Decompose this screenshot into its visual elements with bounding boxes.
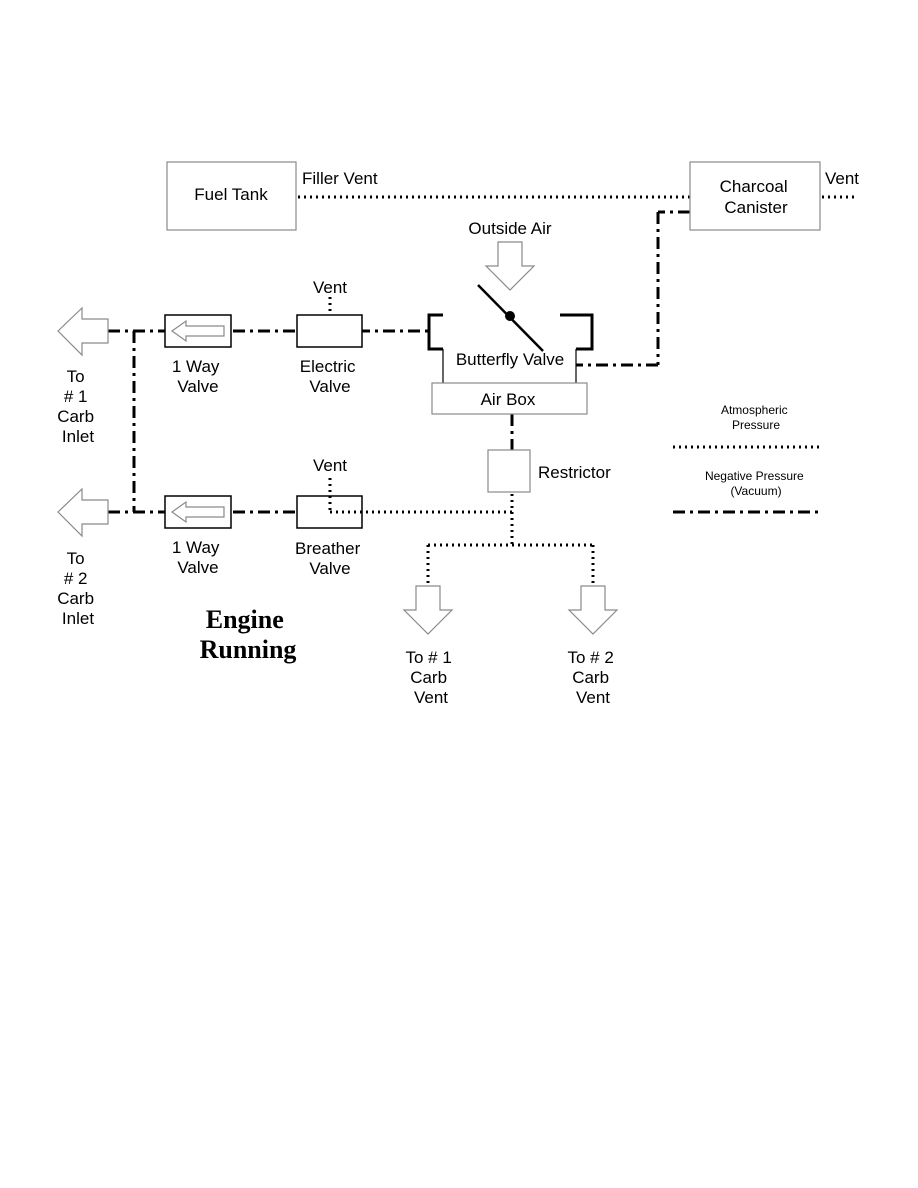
canister-vent-label: Vent xyxy=(825,169,859,188)
carb1-inlet-line2: # 1 xyxy=(64,387,88,406)
carb1-inlet-arrow-icon xyxy=(57,306,109,357)
charcoal-canister-box xyxy=(689,161,821,231)
carb2-vent-line3: Vent xyxy=(576,688,610,707)
carb1-vent-arrow-icon xyxy=(402,585,454,635)
one-way-valve-top-label: 1 Way Valve xyxy=(172,357,224,396)
charcoal-canister-line1: Charcoal xyxy=(720,177,788,196)
carb1-inlet-label: To # 1 Carb Inlet xyxy=(57,367,99,446)
one-way-valve-top-arrow-icon xyxy=(170,319,225,343)
breather-valve-line1: Breather xyxy=(295,539,361,558)
one-way-valve-top-line1: 1 Way xyxy=(172,357,220,376)
air-box-label: Air Box xyxy=(481,390,536,409)
air-box xyxy=(431,382,588,415)
legend-atmospheric-label: Atmospheric Pressure xyxy=(721,403,791,432)
breather-valve-line2: Valve xyxy=(309,559,350,578)
carb2-vent-line1: To # 2 xyxy=(567,648,613,667)
butterfly-valve-label: Butterfly Valve xyxy=(456,350,564,369)
carb2-vent-label: To # 2 Carb Vent xyxy=(567,648,618,707)
butterfly-housing-left xyxy=(427,313,443,351)
one-way-valve-bottom-label: 1 Way Valve xyxy=(172,538,224,577)
carb1-inlet-line4: Inlet xyxy=(62,427,94,446)
legend-vacuum-line1: Negative Pressure xyxy=(705,469,804,483)
outside-air-arrow-icon xyxy=(484,241,536,291)
fuel-tank-label: Fuel Tank xyxy=(194,185,268,204)
electric-valve-line1: Electric xyxy=(300,357,356,376)
breather-valve-box xyxy=(296,495,363,529)
legend-vacuum-line2: (Vacuum) xyxy=(730,484,781,498)
electric-valve-line2: Valve xyxy=(309,377,350,396)
carb2-inlet-label: To # 2 Carb Inlet xyxy=(57,549,99,628)
electric-valve-label: Electric Valve xyxy=(300,357,360,396)
restrictor-box xyxy=(487,449,531,493)
legend-atmospheric-line1: Atmospheric xyxy=(721,403,788,417)
electric-vent-label: Vent xyxy=(313,278,347,297)
carb2-inlet-line1: To xyxy=(67,549,85,568)
one-way-valve-bottom-line2: Valve xyxy=(177,558,218,577)
butterfly-pivot-icon xyxy=(505,311,515,321)
carb2-vent-arrow-icon xyxy=(567,585,619,635)
legend-vacuum-label: Negative Pressure (Vacuum) xyxy=(705,469,807,498)
charcoal-canister-label: Charcoal Canister xyxy=(720,177,793,217)
butterfly-housing-right xyxy=(560,313,594,351)
carb2-inlet-line3: Carb xyxy=(57,589,94,608)
carb1-vent-line2: Carb xyxy=(410,668,447,687)
carb1-inlet-line3: Carb xyxy=(57,407,94,426)
filler-vent-label: Filler Vent xyxy=(302,169,378,188)
breather-vent-label: Vent xyxy=(313,456,347,475)
carb1-inlet-line1: To xyxy=(67,367,85,386)
restrictor-label: Restrictor xyxy=(538,463,611,482)
diagram-title-line1: Engine xyxy=(206,605,284,634)
one-way-valve-bottom-arrow-icon xyxy=(170,500,225,524)
legend: Atmospheric Pressure Negative Pressure (… xyxy=(673,403,822,514)
diagram-title-line2: Running xyxy=(200,635,297,664)
vacuum-lines xyxy=(108,210,690,514)
outside-air-label: Outside Air xyxy=(468,219,551,238)
carb2-inlet-arrow-icon xyxy=(57,487,109,538)
diagram-title: Engine Running xyxy=(200,605,297,664)
charcoal-canister-line2: Canister xyxy=(724,198,788,217)
breather-valve-label: Breather Valve xyxy=(295,539,365,578)
carb2-inlet-line2: # 2 xyxy=(64,569,88,588)
atmospheric-lines xyxy=(298,195,856,586)
carb1-vent-line1: To # 1 xyxy=(405,648,451,667)
legend-atmospheric-line2: Pressure xyxy=(732,418,780,432)
one-way-valve-bottom-line1: 1 Way xyxy=(172,538,220,557)
carb2-vent-line2: Carb xyxy=(572,668,609,687)
fuel-tank-box xyxy=(166,161,297,231)
one-way-valve-top-line2: Valve xyxy=(177,377,218,396)
carb1-vent-label: To # 1 Carb Vent xyxy=(405,648,456,707)
carb2-inlet-line4: Inlet xyxy=(62,609,94,628)
carb1-vent-line3: Vent xyxy=(414,688,448,707)
electric-valve-box xyxy=(296,314,363,348)
